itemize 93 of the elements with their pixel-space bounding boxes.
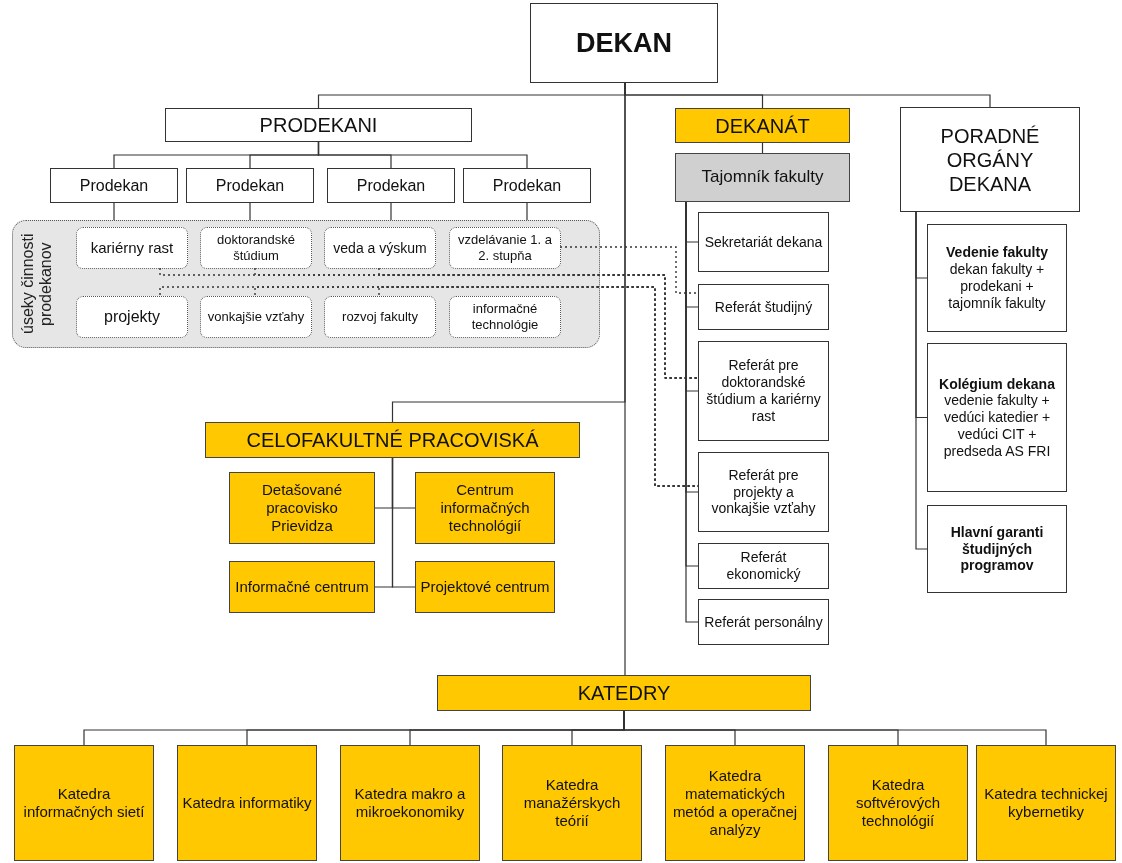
connector-line <box>317 141 528 169</box>
activity-box <box>76 296 188 338</box>
org-box <box>50 168 178 203</box>
org-box <box>900 107 1080 212</box>
dotted-connector <box>378 267 699 379</box>
org-box <box>927 505 1067 593</box>
connector-line <box>249 202 251 221</box>
box-text: PRODEKANI <box>259 113 378 137</box>
box-text: Prodekan <box>492 175 562 196</box>
unit-box <box>229 472 375 544</box>
connector-line <box>391 457 416 588</box>
connector-line <box>526 202 528 221</box>
org-box <box>927 343 1067 492</box>
box-text: veda a výskum <box>333 239 427 257</box>
box-text: Katedra matematických metód a operačnej analýzy <box>671 767 799 839</box>
box-text: vedenie fakulty + vedúci katedier + vedúci CIT + predseda AS FRI <box>942 392 1052 460</box>
org-box <box>186 168 314 203</box>
dotted-connector <box>254 267 699 379</box>
box-text: PORADNÉ ORGÁNY DEKANA <box>939 123 1041 196</box>
box-text: Prodekan <box>215 175 285 196</box>
box-text: Prodekan <box>79 175 149 196</box>
box-text: kariérny rast <box>90 239 174 257</box>
box-text: dekan fakulty + prodekani + tajomník fakulty <box>947 261 1047 312</box>
unit-box <box>205 422 580 458</box>
box-text: DEKANÁT <box>715 113 810 138</box>
box-text: vzdelávanie 1. a 2. stupňa <box>457 232 553 264</box>
box-text: Detašované pracovisko Prievidza <box>260 481 344 535</box>
box-text: KATEDRY <box>577 681 671 705</box>
dotted-connector <box>559 246 699 294</box>
box-text: Katedra makro a mikroekonomiky <box>353 785 467 821</box>
unit-box <box>437 675 811 711</box>
org-box <box>165 108 472 142</box>
box-text: Katedra softvérových technológií <box>854 776 942 830</box>
org-box <box>698 599 829 645</box>
box-text: Informačné centrum <box>235 578 369 596</box>
unit-box <box>229 561 375 613</box>
org-box <box>698 452 829 532</box>
box-heading: Vedenie fakulty <box>946 244 1048 262</box>
connector-line <box>915 211 928 550</box>
activity-group-panel <box>12 220 600 348</box>
org-box <box>698 341 829 441</box>
activity-box <box>76 227 188 269</box>
org-box <box>927 224 1067 332</box>
box-text: Tajomník fakulty <box>701 167 824 188</box>
unit-box <box>502 745 642 861</box>
activity-box <box>324 227 436 269</box>
box-text: Projektové centrum <box>420 578 550 596</box>
box-text: rozvoj fakulty <box>342 309 418 325</box>
org-box <box>530 3 718 83</box>
dotted-connector <box>378 286 699 487</box>
box-text: Hlavní garanti študijných programov <box>949 523 1045 575</box>
box-text: projekty <box>104 307 160 327</box>
secretary-box <box>675 153 850 202</box>
box-text: Referát pre projekty a vonkajšie vzťahy <box>710 466 817 518</box>
org-box <box>327 168 455 203</box>
unit-box <box>415 472 555 544</box>
org-box <box>463 168 591 203</box>
box-text: CELOFAKULTNÉ PRACOVISKÁ <box>246 428 539 452</box>
box-text: Centrum informačných technológií <box>439 481 531 535</box>
box-text: Referát ekonomický <box>725 549 802 583</box>
unit-box <box>177 745 317 861</box>
box-text: Sekretariát dekana <box>704 233 823 251</box>
org-box <box>698 212 829 272</box>
activity-box <box>200 227 312 269</box>
box-text: vonkajšie vzťahy <box>207 309 305 325</box>
box-text: Referát personálny <box>704 613 823 631</box>
connector-line <box>390 202 392 221</box>
box-heading: Kolégium dekana <box>939 375 1055 393</box>
unit-box <box>415 561 555 613</box>
unit-box <box>828 745 968 861</box>
unit-box <box>14 745 154 861</box>
connector-line <box>113 202 115 221</box>
org-box <box>698 284 829 330</box>
unit-box <box>340 745 480 861</box>
group-title: úseky činnosti prodekanov <box>19 232 56 337</box>
activity-box <box>449 296 561 338</box>
box-text: Katedra technickej kybernetiky <box>983 785 1109 821</box>
box-text: informačné technológie <box>470 301 540 333</box>
box-text: Katedra informačných sietí <box>22 785 146 821</box>
unit-box <box>976 745 1116 861</box>
box-text: Referát pre doktorandské štúdium a kariérny rast <box>705 357 822 425</box>
box-text: Prodekan <box>356 175 426 196</box>
box-text: Referát študijný <box>714 298 813 316</box>
box-text: Katedra informatiky <box>182 794 312 812</box>
box-text: Katedra manažérskych teórií <box>522 776 622 830</box>
box-text: doktorandské štúdium <box>215 232 297 264</box>
unit-box <box>675 108 850 143</box>
activity-box <box>200 296 312 338</box>
org-box <box>698 543 829 589</box>
box-text: DEKAN <box>576 26 672 60</box>
activity-box <box>449 227 561 269</box>
activity-box <box>324 296 436 338</box>
unit-box <box>665 745 805 861</box>
